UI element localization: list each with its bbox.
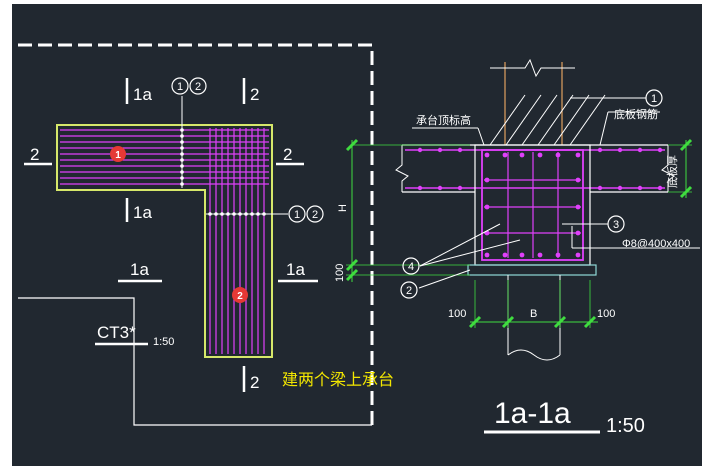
- svg-text:1: 1: [115, 150, 121, 161]
- leader-cap-top-tail: [477, 127, 485, 146]
- svg-text:2: 2: [283, 145, 292, 164]
- leader-callout-4a: [419, 223, 501, 267]
- svg-text:2: 2: [250, 373, 259, 392]
- callout-right: 1 2: [288, 205, 324, 223]
- cap-inner-ties: [484, 152, 581, 258]
- slab-rebar-dots: [417, 147, 663, 191]
- dim-label-100-left: 100: [334, 264, 346, 282]
- callout-number: 1: [294, 209, 300, 221]
- section-mark-right-2: 2: [276, 145, 304, 166]
- dim-label-100-bottom-left: 100: [448, 308, 466, 320]
- callout-number: 1: [177, 81, 183, 93]
- callout-4-number: 4: [408, 261, 414, 273]
- cap-stirrup: [481, 149, 584, 261]
- section-mark-lower-left-1a: 1a: [118, 260, 162, 283]
- dim-ticks-vertical: [345, 138, 359, 282]
- pile-cap-outline: [56, 124, 273, 358]
- section-title-scale: 1:50: [606, 415, 645, 437]
- callout-1-number: 1: [651, 93, 657, 105]
- svg-text:1a: 1a: [133, 203, 152, 222]
- cap-rebar-dots: [484, 152, 581, 258]
- section-mark-top-1a: 1a: [125, 78, 152, 104]
- column-break-line: [490, 58, 575, 78]
- callout-number: 2: [312, 209, 318, 221]
- cad-viewport: [12, 4, 702, 466]
- svg-text:2: 2: [237, 291, 243, 302]
- section-mark-top-2: 2: [242, 78, 259, 104]
- dim-label-B: B: [530, 308, 537, 320]
- lower-outline: [18, 297, 372, 426]
- svg-text:1a: 1a: [286, 260, 305, 279]
- svg-text:1a: 1a: [130, 260, 149, 279]
- section-mark-left-2: 2: [24, 145, 52, 166]
- callout-top: 1 2: [171, 77, 207, 95]
- outer-boundary-dashed: [18, 43, 374, 425]
- leader-callout-2: [418, 269, 471, 289]
- callout-circle: [189, 77, 207, 95]
- dim-label-H: H: [337, 204, 349, 212]
- cushion-layer: [467, 264, 597, 276]
- plan-title-scale: 1:50: [153, 336, 174, 348]
- callout-number: 2: [195, 81, 201, 93]
- callout-3-circle: [607, 215, 625, 233]
- label-cap-top-elevation: 承台顶标高: [416, 113, 471, 127]
- svg-text:2: 2: [250, 85, 259, 104]
- section-view: H 100 底板厚 100 B 100 承台顶标高: [334, 58, 700, 437]
- label-bottom-rebar: 底板钢筋: [614, 107, 658, 121]
- badge-2: 2: [232, 287, 248, 303]
- plan-view: 1 2 1 2 1a 2 2 2 1a: [18, 43, 394, 426]
- dim-label-100-bottom-right: 100: [597, 308, 615, 320]
- column-hatch: [489, 94, 606, 146]
- section-mark-mid-1a: 1a: [125, 198, 152, 222]
- leader-bottom-rebar-tail: [599, 111, 609, 146]
- plan-caption: 建两个梁上承台: [282, 370, 394, 389]
- callout-2-circle: [400, 281, 418, 299]
- section-mark-bottom-2: 2: [242, 366, 259, 392]
- callout-3-number: 3: [613, 219, 619, 231]
- vertical-rebars: [209, 128, 265, 354]
- dim-ticks-right: [679, 138, 693, 199]
- label-slab-thickness: 底板厚: [665, 155, 679, 188]
- callout-4-circle: [402, 257, 420, 275]
- svg-text:1a: 1a: [133, 85, 152, 104]
- callout-circle: [306, 205, 324, 223]
- slab-break-right: [661, 145, 675, 192]
- section-mark-lower-right-1a: 1a: [278, 260, 318, 283]
- leader-callout-4b: [419, 239, 521, 267]
- section-title: 1a-1a: [494, 397, 571, 430]
- badge-1: 1: [110, 146, 126, 162]
- label-stirrup: Φ8@400x400: [622, 238, 690, 250]
- callout-2-number: 2: [406, 285, 412, 297]
- callout-circle: [171, 77, 189, 95]
- callout-1-circle: [645, 89, 663, 107]
- pile-break: [507, 349, 561, 361]
- dim-ticks-bottom: [468, 315, 597, 329]
- slab-break-left: [395, 145, 409, 192]
- callout-circle: [288, 205, 306, 223]
- svg-text:2: 2: [30, 145, 39, 164]
- plan-title-mark: CT3*: [97, 323, 136, 342]
